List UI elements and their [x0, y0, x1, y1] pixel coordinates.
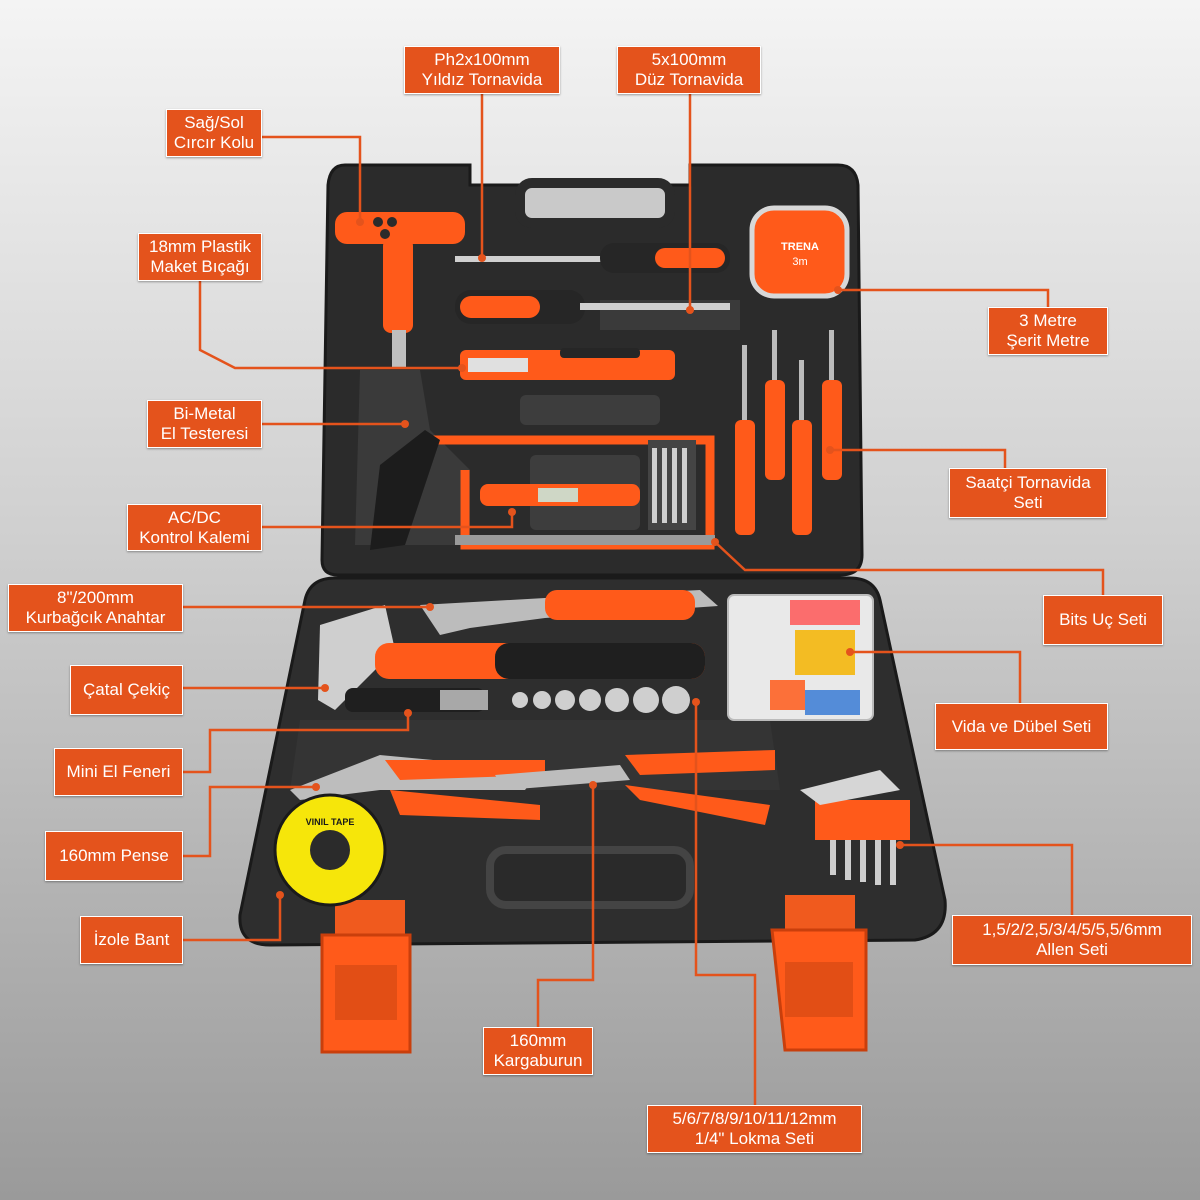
insulating-tape-tool: VINIL TAPE [273, 793, 387, 907]
socket-set-tool [512, 686, 690, 714]
hacksaw-tool [370, 430, 715, 550]
label-line: AC/DC [168, 507, 221, 527]
tape-length-text: 3m [792, 256, 807, 268]
label-line: El Testeresi [160, 424, 249, 443]
label-claw-hammer: Çatal Çekiç [70, 665, 183, 715]
voltage-tester-tool [480, 484, 640, 506]
tape-roll-text: VINIL TAPE [306, 817, 355, 827]
label-line: 8"/200mm [57, 588, 134, 607]
pliers-tool [290, 755, 545, 820]
label-line: Vida ve Dübel Seti [951, 716, 1092, 736]
label-line: Bits Uç Seti [1059, 610, 1147, 629]
label-voltage-tester: AC/DC Kontrol Kalemi [127, 504, 262, 551]
label-line: 160mm [509, 1031, 567, 1050]
label-insulating-tape: İzole Bant [80, 916, 183, 964]
label-line: Ph2x100mm [434, 50, 530, 69]
label-socket-set: 5/6/7/8/9/10/11/12mm 1/4" Lokma Seti [647, 1105, 862, 1153]
label-line: Yıldız Tornavida [421, 70, 543, 89]
label-line: Şerit Metre [1006, 331, 1090, 350]
lid-handle [515, 178, 675, 228]
label-line: Cırcır Kolu [173, 133, 255, 152]
label-adjustable-wrench: 8"/200mm Kurbağcık Anahtar [8, 584, 183, 632]
label-ph-screwdriver: Ph2x100mm Yıldız Tornavida [404, 46, 560, 94]
flat-screwdriver-tool [455, 290, 730, 324]
label-line: Bi-Metal [173, 404, 236, 423]
label-line: 5/6/7/8/9/10/11/12mm [672, 1109, 837, 1128]
label-hacksaw: Bi-Metal El Testeresi [147, 400, 262, 448]
label-line: İzole Bant [93, 930, 170, 949]
bits-set-tool [648, 440, 696, 530]
label-line: Allen Seti [1036, 940, 1108, 959]
label-line: Kontrol Kalemi [139, 527, 250, 547]
label-line: Saatçi Tornavida [965, 473, 1091, 492]
label-line: Sağ/Sol [184, 113, 244, 132]
label-line: Maket Bıçağı [150, 257, 250, 276]
label-line: Kurbağcık Anahtar [25, 608, 166, 627]
label-line: 18mm Plastik [148, 237, 252, 256]
label-line: Düz Tornavida [634, 70, 744, 89]
ph-screwdriver-tool [455, 243, 730, 273]
leader-lines [181, 92, 1105, 1107]
latch-right [770, 895, 868, 1052]
label-line: 1,5/2/2,5/3/4/5/5,5/6mm [982, 920, 1162, 939]
label-ratchet-handle: Sağ/Sol Cırcır Kolu [166, 109, 262, 157]
label-line: Seti [1013, 493, 1043, 512]
label-line: 3 Metre [1019, 311, 1077, 330]
label-line: 1/4" Lokma Seti [694, 1129, 815, 1148]
label-mini-flashlight: Mini El Feneri [54, 748, 183, 796]
label-flat-screwdriver: 5x100mm Düz Tornavida [617, 46, 761, 94]
screw-anchor-box [727, 594, 874, 721]
latch-left [320, 900, 412, 1054]
label-line: 5x100mm [651, 50, 727, 69]
label-bits-set: Bits Uç Seti [1043, 595, 1163, 645]
tape-measure-tool: TRENA 3m [749, 205, 850, 299]
label-line: 160mm Pense [59, 846, 169, 865]
base-handle [486, 846, 694, 909]
label-line: Kargaburun [493, 1051, 583, 1070]
claw-hammer-tool [318, 605, 705, 710]
label-line: Mini El Feneri [66, 762, 171, 781]
label-line: Çatal Çekiç [83, 680, 170, 699]
ratchet-handle-tool [335, 212, 465, 368]
label-pliers: 160mm Pense [45, 831, 183, 881]
long-nose-pliers-tool [495, 750, 775, 825]
adjustable-wrench-tool [420, 590, 718, 635]
label-long-nose-pliers: 160mm Kargaburun [483, 1027, 593, 1075]
label-screw-anchor-set: Vida ve Dübel Seti [935, 703, 1108, 750]
mini-flashlight-tool [345, 688, 488, 712]
label-tape-measure: 3 Metre Şerit Metre [988, 307, 1108, 355]
utility-knife-tool [460, 348, 675, 380]
precision-screwdriver-set [735, 330, 842, 535]
label-allen-set: 1,5/2/2,5/3/4/5/5,5/6mm Allen Seti [952, 915, 1192, 965]
label-utility-knife: 18mm Plastik Maket Bıçağı [138, 233, 262, 281]
allen-key-set-tool [800, 770, 910, 885]
label-precision-screwdrivers: Saatçi Tornavida Seti [949, 468, 1107, 518]
tape-brand-text: TRENA [781, 241, 819, 253]
